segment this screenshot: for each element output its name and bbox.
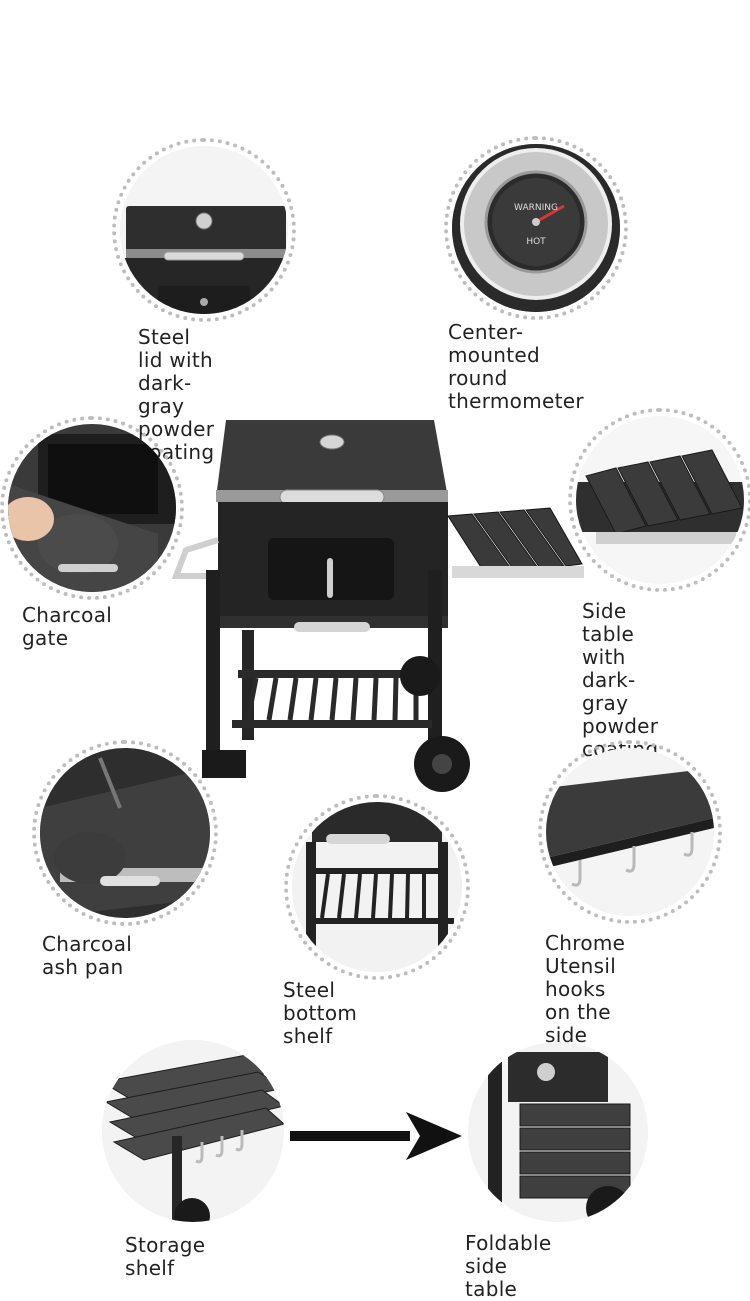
caption-line: Center-mounted (448, 320, 541, 367)
thermometer-icon: WARNING HOT (452, 144, 620, 312)
arrow-right-icon (290, 1112, 462, 1162)
caption-line: hooks on the side (545, 977, 611, 1047)
grill-icon (172, 420, 584, 792)
dotted-ring (538, 740, 722, 924)
main-grill-photo (172, 420, 592, 792)
caption-line: Chrome Utensil (545, 931, 626, 978)
dial-hot-text: HOT (526, 237, 546, 247)
caption-line: dark-gray powder (138, 371, 215, 441)
dotted-ring (444, 136, 628, 320)
grill-lid-icon (120, 146, 288, 314)
ash-pan-photo (40, 748, 210, 918)
foldable-table-icon (468, 1042, 648, 1222)
dotted-ring (284, 794, 470, 980)
charcoal-gate-caption: Charcoal gate (22, 604, 112, 650)
hooks-photo (546, 748, 714, 916)
side-table-caption: Side table with dark-gray powder coating (582, 600, 658, 761)
dotted-ring (112, 138, 296, 322)
caption-line: Side table with (582, 599, 635, 669)
caption-line: dark-gray (582, 668, 636, 715)
charcoal-gate-icon (8, 424, 176, 592)
caption-line: round thermometer (448, 366, 584, 413)
side-table-icon (576, 416, 744, 584)
lid-photo (120, 146, 288, 314)
caption-line: Steel lid with (138, 325, 213, 372)
thermometer-photo: WARNING HOT (452, 144, 620, 312)
charcoal-gate-photo (8, 424, 176, 592)
caption-line: Charcoal gate (22, 603, 113, 650)
storage-shelf-photo (102, 1040, 284, 1222)
foldable-table-caption: Foldable side table (465, 1232, 552, 1301)
caption-line: Steel bottom shelf (283, 978, 358, 1048)
caption-line: Foldable side table (465, 1231, 552, 1301)
storage-shelf-icon (102, 1040, 284, 1222)
bottom-shelf-icon (292, 802, 462, 972)
thermometer-caption: Center-mounted round thermometer (448, 321, 584, 413)
bottom-shelf-photo (292, 802, 462, 972)
dotted-ring (568, 408, 750, 592)
dial-warning-text: WARNING (514, 203, 558, 213)
caption-line: Charcoal ash pan (42, 932, 133, 979)
ash-pan-caption: Charcoal ash pan (42, 933, 132, 979)
utensil-hook-icon (546, 748, 714, 916)
foldable-table-photo (468, 1042, 648, 1222)
side-table-photo (576, 416, 744, 584)
storage-shelf-caption: Storage shelf (125, 1234, 205, 1280)
dotted-ring (0, 416, 184, 600)
caption-line: Storage shelf (125, 1233, 206, 1280)
dotted-ring (32, 740, 218, 926)
bottom-shelf-caption: Steel bottom shelf (283, 979, 357, 1048)
ash-pan-icon (40, 748, 210, 918)
